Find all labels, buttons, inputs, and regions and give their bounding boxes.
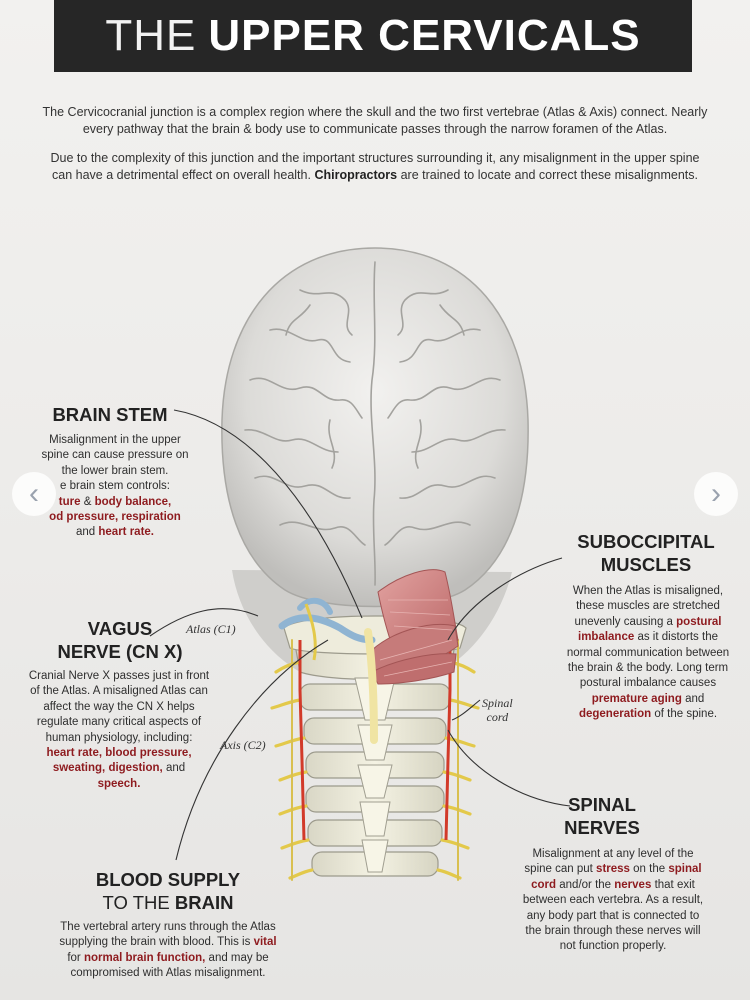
brain-stem-line: and heart rate. <box>76 526 154 539</box>
vagus-line: regulate many critical aspects of <box>36 716 202 729</box>
suboccipital-line: imbalance as it distorts the <box>578 631 718 644</box>
spinal-nerves-line: between each vertebra. As a result, <box>522 894 704 907</box>
suboccipital-line: unevenly causing a postural <box>574 615 722 628</box>
vagus-line: heart rate, blood pressure, <box>46 747 192 760</box>
spinal-nerves-text: Misalignment at any level of the spine c… <box>508 847 718 955</box>
blood-supply-line: The vertebral artery runs through the At… <box>60 921 276 933</box>
suboccipital-line: these muscles are stretched <box>576 600 720 613</box>
suboccipital-muscle-art <box>371 569 459 685</box>
brain-stem-line: Misalignment in the upper <box>49 434 181 446</box>
vagus-line: of the Atlas. A misaligned Atlas can <box>30 685 208 698</box>
vagus-heading-line-1: VAGUS <box>87 618 153 639</box>
title-bold: UPPER CERVICALS <box>208 11 641 60</box>
chevron-left-icon: ‹ <box>29 477 39 510</box>
spinal-nerves-line: not function properly. <box>559 940 667 953</box>
chevron-right-icon: › <box>711 477 721 510</box>
blood-supply-heading-line-2: TO THE BRAIN <box>102 892 234 913</box>
suboccipital-line: the brain & the body. Long term <box>567 662 729 675</box>
spinal-cord-label: Spinal cord <box>482 696 513 724</box>
atlas-label: Atlas (C1) <box>186 622 236 636</box>
spinal-nerves-line: spine can put stress on the spinal <box>524 863 702 876</box>
vagus-line: sweating, digestion, and <box>52 762 186 775</box>
intro-p2-text: Due to the complexity of this junction a… <box>50 151 700 182</box>
intro-paragraph-2: Due to the complexity of this junction a… <box>40 150 710 184</box>
title-banner: THE UPPER CERVICALS <box>54 0 692 72</box>
suboccipital-line: postural imbalance causes <box>579 677 717 690</box>
spinal-nerves-heading-line-1: SPINAL <box>568 794 636 815</box>
next-slide-button[interactable]: › <box>694 472 738 516</box>
vagus-heading: VAGUS NERVE (CN X) <box>20 617 220 663</box>
suboccipital-line: normal communication between <box>566 646 730 659</box>
blood-supply-text: The vertebral artery runs through the At… <box>40 920 296 982</box>
brain-stem-line: the lower brain stem. <box>61 464 169 477</box>
blood-supply-line: for normal brain function, and may be <box>67 951 269 964</box>
brain-stem-heading: BRAIN STEM <box>52 404 168 425</box>
intro-paragraph-1: The Cervicocranial junction is a complex… <box>42 105 708 136</box>
vagus-line: affect the way the CN X helps <box>43 700 195 713</box>
vagus-line: speech. <box>97 777 141 790</box>
vertebral-artery-left <box>298 640 306 841</box>
brain-stem-line: e brain stem controls: <box>60 480 170 493</box>
brain-stem-line: od pressure, respiration <box>49 511 181 524</box>
axis-label: Axis (C2) <box>220 738 266 752</box>
vagus-line: human physiology, including: <box>45 731 193 744</box>
blood-supply-line: supplying the brain with blood. This is … <box>59 936 277 949</box>
vagus-heading-line-2: NERVE (CN X) <box>57 641 183 662</box>
spinal-nerves-line: any body part that is connected to <box>526 909 700 922</box>
brain-stem-line: ture & body balance, <box>58 495 172 508</box>
vagus-text: Cranial Nerve X passes just in front of … <box>6 669 232 792</box>
leader-lines <box>149 409 571 861</box>
spinal-cord-art <box>364 628 378 744</box>
suboccipital-heading-line-1: SUBOCCIPITAL <box>577 531 715 552</box>
blood-supply-heading-line-1: BLOOD SUPPLY <box>95 869 241 890</box>
title-light: THE <box>105 11 197 60</box>
blood-supply-line: compromised with Atlas misalignment. <box>70 967 266 980</box>
brain-stem-text: Misalignment in the upper spine can caus… <box>20 433 210 541</box>
suboccipital-line: premature aging and <box>591 692 705 705</box>
brain-stem-line: spine can cause pressure on <box>41 449 189 462</box>
vertebral-artery-blue <box>278 614 376 644</box>
brain-folds <box>244 261 506 586</box>
intro-p2-text-end: are trained to locate and correct these … <box>400 168 698 182</box>
suboccipital-line: degeneration of the spine. <box>578 708 718 721</box>
vagus-nerve-path <box>304 603 317 661</box>
suboccipital-heading-line-2: MUSCLES <box>600 554 692 575</box>
spinal-nerves-line: cord and/or the nerves that exit <box>531 878 695 891</box>
spinal-nerves-line: Misalignment at any level of the <box>532 848 694 860</box>
spinal-nerves-line: the brain through these nerves will <box>525 925 701 938</box>
previous-slide-button[interactable]: ‹ <box>12 472 56 516</box>
spinal-nerves-heading-line-2: NERVES <box>564 817 640 838</box>
spinal-nerves-heading: SPINAL NERVES <box>552 793 652 839</box>
intro-p2-bold: Chiropractors <box>314 168 398 182</box>
suboccipital-text: When the Atlas is misaligned, these musc… <box>556 584 740 723</box>
suboccipital-heading: SUBOCCIPITAL MUSCLES <box>556 530 736 576</box>
vagus-line: Cranial Nerve X passes just in front <box>28 670 210 682</box>
suboccipital-line: When the Atlas is misaligned, <box>572 585 724 597</box>
blood-supply-heading: BLOOD SUPPLY TO THE BRAIN <box>70 868 266 914</box>
